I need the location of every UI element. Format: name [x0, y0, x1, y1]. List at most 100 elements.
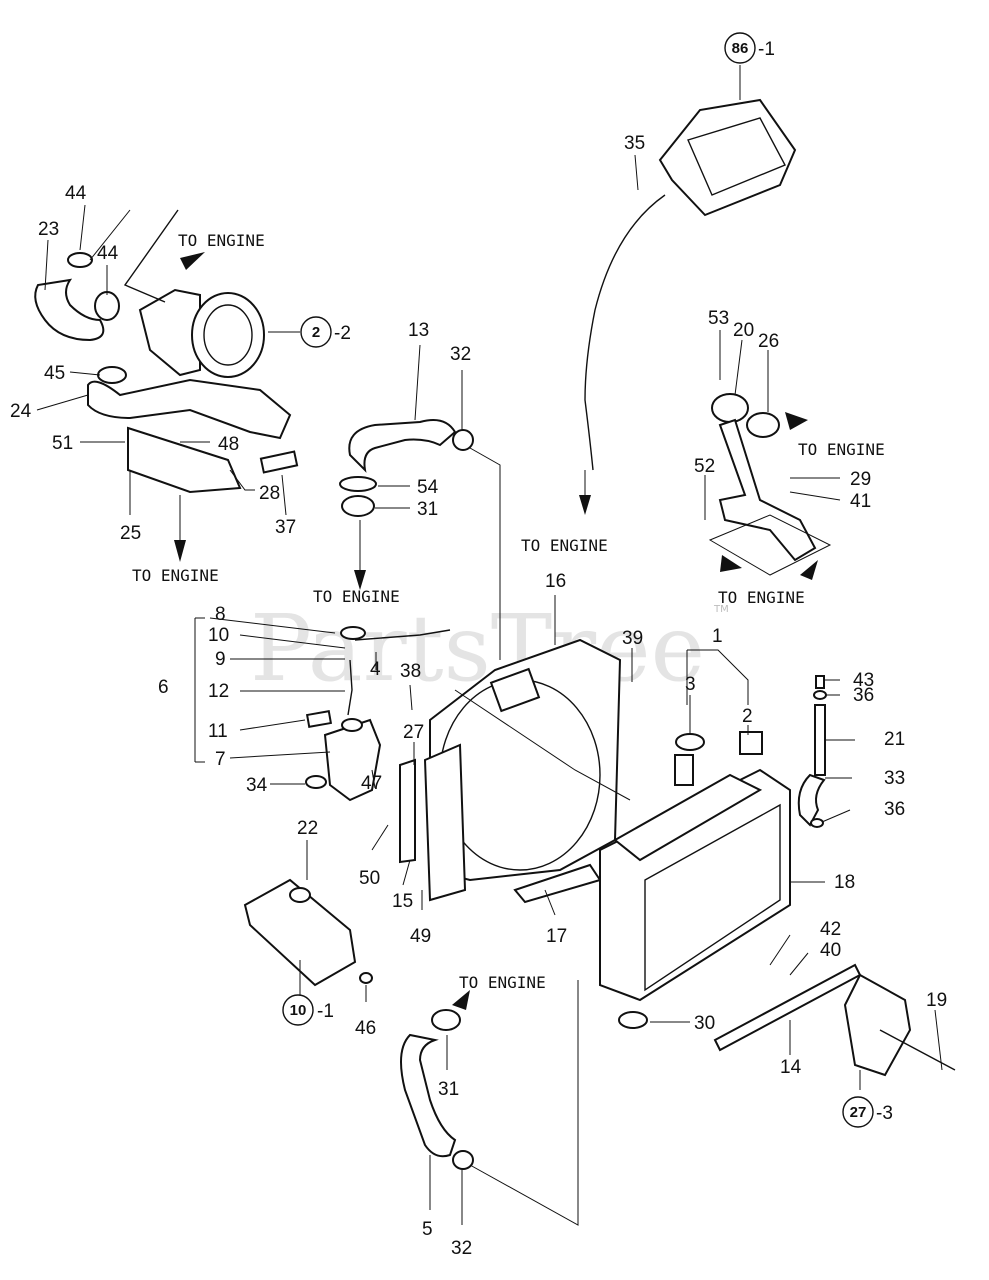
callout-54: 54 — [417, 477, 439, 498]
callout-7: 7 — [215, 749, 226, 770]
lead-37 — [281, 474, 287, 516]
callout-31: 31 — [438, 1079, 459, 1100]
to-engine-label-1: TO ENGINE — [178, 231, 265, 250]
callout-47: 47 — [361, 773, 382, 794]
callout-32: 32 — [450, 344, 471, 365]
lead-15 — [402, 859, 411, 886]
callout-25: 25 — [120, 523, 141, 544]
callout-46: 46 — [355, 1018, 376, 1039]
ref-10-suffix: -1 — [317, 1001, 334, 1022]
part-25-bracket — [127, 426, 242, 494]
callout-14: 14 — [780, 1057, 802, 1078]
part-19-rod — [879, 1029, 956, 1071]
callout-31: 31 — [417, 499, 438, 520]
part-31-clamp-upper — [341, 495, 375, 517]
lead-45 — [69, 371, 101, 376]
meter-screen — [687, 117, 786, 196]
to-engine-label-2: TO ENGINE — [132, 566, 219, 585]
part-32-clamp-lower — [452, 1150, 474, 1170]
part-86-meter — [658, 98, 797, 217]
watermark-tm: TM — [713, 604, 729, 615]
callout-48: 48 — [218, 434, 239, 455]
callout-numbers: 44 44 23 45 24 51 48 28 25 37 13 32 54 3… — [10, 133, 947, 1259]
arrow-to-engine-3 — [354, 570, 366, 590]
callout-34: 34 — [246, 775, 268, 796]
arrow-to-engine-1 — [180, 252, 205, 270]
filler-neck — [674, 754, 694, 786]
part-4-overflow-hose — [354, 629, 451, 641]
lead-7 — [229, 751, 331, 759]
part-26-gasket — [746, 412, 780, 438]
lead-40 — [789, 952, 809, 976]
lead-17 — [544, 889, 556, 916]
callout-12: 12 — [208, 681, 229, 702]
part-13-upper-hose — [348, 419, 457, 473]
callout-8: 8 — [215, 604, 226, 625]
callout-2: 2 — [742, 706, 753, 727]
leader-lines — [36, 65, 943, 1226]
arrow-to-engine-5 — [785, 412, 808, 430]
callout-19: 19 — [926, 990, 947, 1011]
callout-17: 17 — [546, 926, 567, 947]
callout-53: 53 — [708, 308, 729, 329]
callout-13: 13 — [408, 320, 429, 341]
callout-4: 4 — [370, 659, 381, 680]
callout-26: 26 — [758, 331, 779, 352]
callout-45: 45 — [44, 363, 65, 384]
bracket-27 — [843, 973, 956, 1077]
lead-50 — [371, 824, 389, 851]
radiator-fins — [644, 803, 781, 992]
tank-cap — [341, 718, 363, 732]
callout-36: 36 — [853, 685, 874, 706]
callout-5: 5 — [422, 1219, 433, 1240]
lead-47 — [371, 769, 376, 789]
callout-23: 23 — [38, 219, 59, 240]
part-41-pipe — [718, 418, 817, 562]
callout-49: 49 — [410, 926, 431, 947]
callout-40: 40 — [820, 940, 841, 961]
callout-44: 44 — [97, 243, 119, 264]
part-54-clamp — [339, 476, 377, 492]
lead-24 — [36, 394, 89, 411]
ref-27-number: 27 — [850, 1104, 867, 1121]
to-engine-label-6: TO ENGINE — [718, 588, 805, 607]
part-45-clamp — [97, 366, 127, 384]
callout-39: 39 — [622, 628, 643, 649]
callout-44: 44 — [65, 183, 87, 204]
lead-32-to-rad — [469, 980, 579, 1226]
part-32-clamp-upper — [452, 429, 474, 451]
part-30-drain — [618, 1011, 648, 1029]
part-36-washer — [813, 690, 827, 700]
lead-28 — [229, 469, 255, 491]
part-43-screw — [815, 675, 825, 689]
lead-13 — [414, 344, 421, 421]
callout-51: 51 — [52, 433, 73, 454]
air-cleaner-body — [138, 288, 201, 377]
reserve-tank-group — [194, 617, 451, 802]
callout-41: 41 — [850, 491, 871, 512]
part-44-clamp-2 — [94, 291, 120, 321]
part-35-cable — [584, 194, 666, 471]
to-engine-label-3: TO ENGINE — [313, 587, 400, 606]
part-27-seal — [399, 758, 416, 864]
lead-38 — [409, 684, 413, 711]
radiator — [599, 731, 862, 1052]
callout-42: 42 — [820, 919, 841, 940]
part-15-side-panel — [423, 743, 467, 902]
fan-shroud — [399, 638, 622, 904]
part-44-clamp — [67, 252, 93, 268]
part-20-flange — [711, 393, 749, 423]
callout-9: 9 — [215, 649, 226, 670]
lead-41 — [789, 491, 841, 501]
callout-11: 11 — [208, 721, 228, 742]
part-23-hose — [34, 278, 105, 342]
lead-11 — [239, 719, 306, 731]
part-7-reserve-tank — [323, 718, 382, 802]
pipe-guide-box — [708, 514, 832, 576]
callout-35: 35 — [624, 133, 645, 154]
callout-1: 1 — [712, 626, 723, 647]
callout-6: 6 — [158, 677, 169, 698]
lead-20 — [734, 339, 743, 396]
arrow-to-engine-6b — [800, 560, 818, 580]
